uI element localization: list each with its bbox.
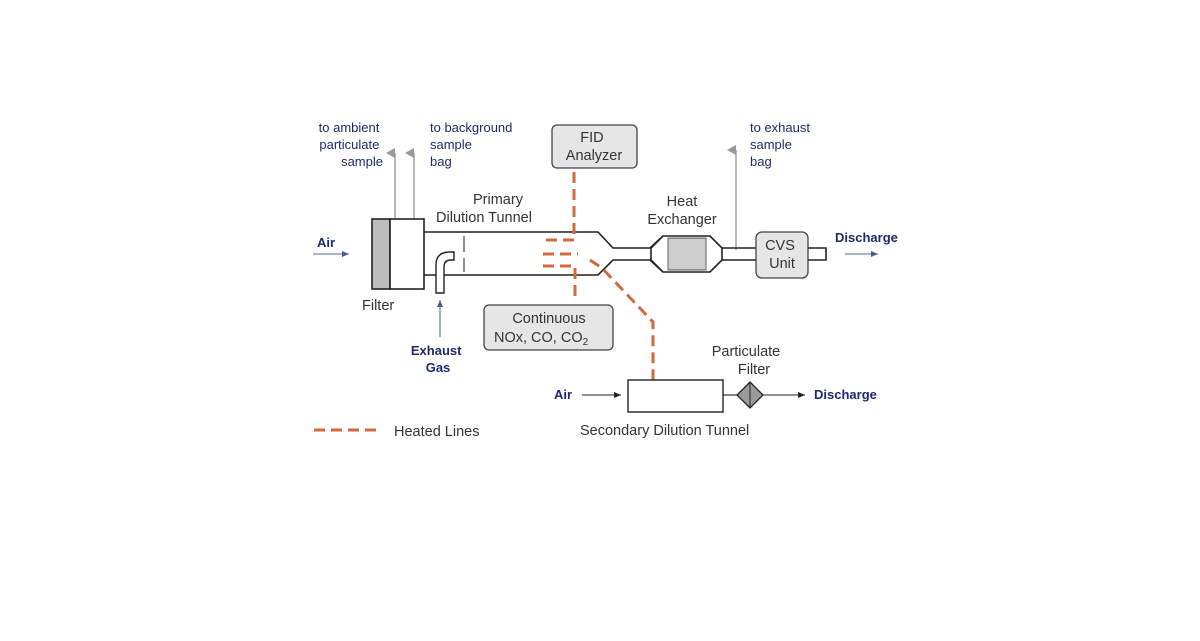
label-to-exhaust-bag: to exhaust sample bag — [750, 120, 814, 169]
label-filter: Filter — [362, 298, 394, 314]
fid-analyzer-box — [551, 124, 638, 169]
cvs-outlet-pipe — [808, 247, 827, 261]
filter-element — [371, 218, 391, 290]
label-discharge-secondary: Discharge — [814, 387, 877, 402]
heated-line-fid — [543, 172, 576, 242]
label-exhaust-gas: Exhaust Gas — [411, 343, 465, 375]
label-fid-analyzer: FID Analyzer — [566, 130, 623, 164]
label-cvs-unit: CVS Unit — [765, 238, 799, 272]
label-to-background: to background sample bag — [430, 120, 516, 169]
exhaust-inlet-pipe — [435, 251, 455, 294]
label-continuous-line2: NOx, CO, CO2 — [494, 330, 589, 348]
heat-exchanger-core — [667, 237, 707, 271]
label-primary-tunnel: Primary Dilution Tunnel — [436, 192, 532, 226]
heated-line-continuous — [543, 264, 577, 300]
legend-heated-label: Heated Lines — [394, 424, 479, 440]
filter-housing — [389, 218, 425, 290]
label-heat-exchanger: Heat Exchanger — [647, 194, 716, 228]
cvs-unit-box — [755, 231, 809, 279]
label-discharge-primary: Discharge — [835, 230, 898, 245]
label-to-ambient: to ambient particulate sample — [319, 120, 383, 169]
label-air-secondary: Air — [554, 387, 572, 402]
pipe-to-cvs — [722, 247, 756, 261]
label-secondary-tunnel: Secondary Dilution Tunnel — [580, 423, 749, 439]
label-continuous-line1: Continuous — [512, 311, 585, 327]
label-particulate-filter: Particulate Filter — [712, 344, 785, 378]
continuous-analyzer-box — [483, 304, 614, 351]
secondary-tunnel-box — [627, 379, 724, 413]
label-air-primary: Air — [317, 235, 335, 250]
